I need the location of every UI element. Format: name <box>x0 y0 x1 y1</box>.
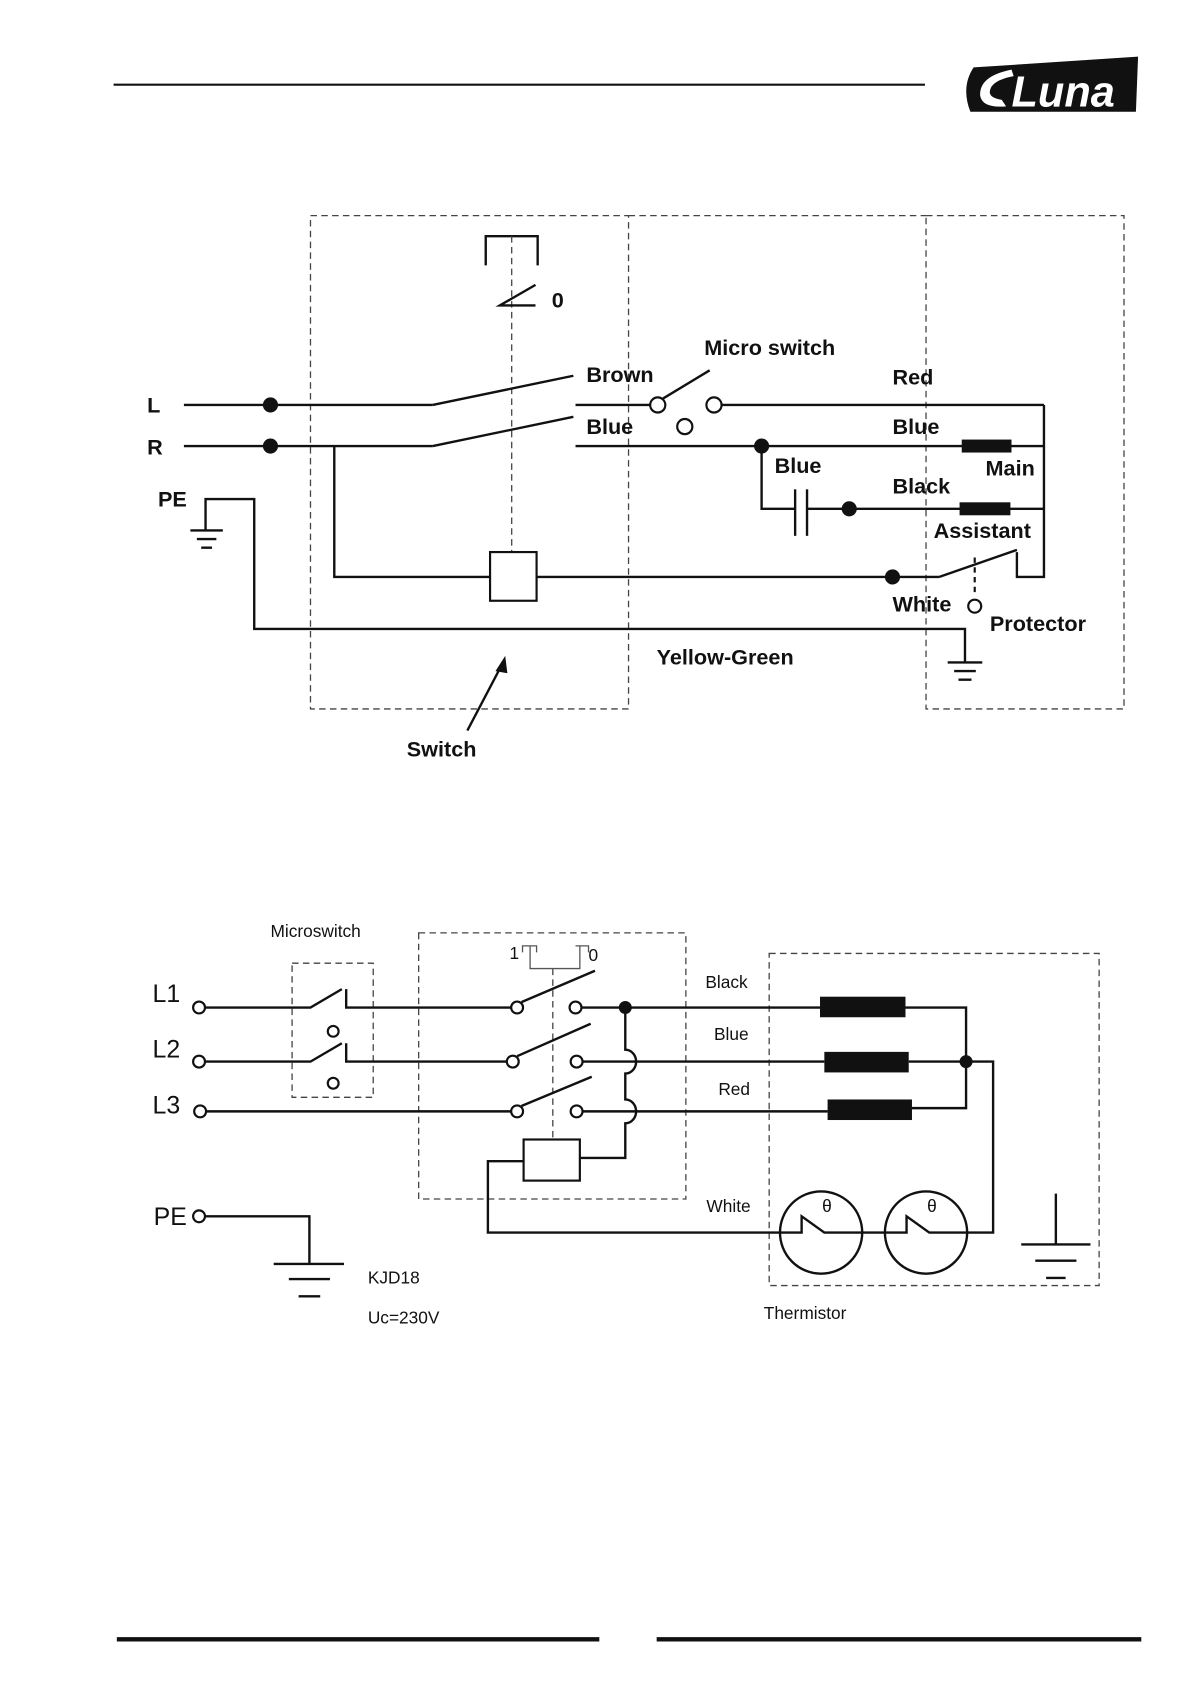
label-switch: Switch <box>407 737 477 762</box>
thermistor-2: θ <box>885 1191 967 1273</box>
label-blue-main: Blue <box>893 414 940 439</box>
label-position-1: 1 <box>510 943 520 963</box>
label-assistant: Assistant <box>934 518 1031 543</box>
label-pe: PE <box>158 487 187 512</box>
label-pe-3ph: PE <box>154 1203 187 1231</box>
label-red: Red <box>893 364 934 389</box>
label-main: Main <box>986 455 1035 480</box>
winding-black <box>820 997 905 1018</box>
label-microswitch: Microswitch <box>270 921 360 941</box>
label-l1: L1 <box>153 980 181 1008</box>
label-yellow-green: Yellow-Green <box>657 645 794 670</box>
label-blue-3ph: Blue <box>714 1024 749 1044</box>
label-red-3ph: Red <box>718 1079 750 1099</box>
label-voltage: Uc=230V <box>368 1307 440 1327</box>
off-symbol: 0 <box>552 288 564 313</box>
motor-box-3ph <box>769 953 1099 1285</box>
label-position-0: 0 <box>589 945 599 965</box>
theta-symbol: θ <box>927 1196 937 1216</box>
label-blue-switch: Blue <box>586 414 633 439</box>
main-winding <box>962 440 1012 453</box>
label-l2: L2 <box>153 1035 181 1063</box>
label-l: L <box>147 393 160 418</box>
switch-box <box>310 216 628 709</box>
label-black: Black <box>893 474 952 499</box>
luna-logo: Luna <box>966 57 1138 117</box>
winding-blue <box>824 1052 908 1073</box>
theta-symbol: θ <box>822 1196 832 1216</box>
logo-text: Luna <box>1012 68 1115 116</box>
label-l3: L3 <box>153 1092 181 1120</box>
winding-red <box>828 1099 912 1120</box>
label-brown: Brown <box>586 362 653 387</box>
label-model: KJD18 <box>368 1267 420 1287</box>
contactor-coil <box>524 1140 580 1181</box>
label-blue-capacitor: Blue <box>775 453 822 478</box>
thermistor-1: θ <box>780 1191 862 1273</box>
single-phase-wiring-diagram: 0 <box>147 216 1124 762</box>
label-r: R <box>147 435 163 460</box>
label-thermistor: Thermistor <box>764 1303 847 1323</box>
label-white: White <box>893 592 952 617</box>
coil <box>490 552 537 601</box>
label-white-3ph: White <box>706 1196 750 1216</box>
label-protector: Protector <box>990 611 1087 636</box>
assistant-winding <box>960 502 1011 515</box>
label-micro-switch: Micro switch <box>704 335 835 360</box>
label-black-3ph: Black <box>705 972 748 992</box>
three-phase-wiring-diagram: θ θ Microswitch L1 L2 L3 PE 1 0 Black Bl… <box>153 921 1100 1327</box>
